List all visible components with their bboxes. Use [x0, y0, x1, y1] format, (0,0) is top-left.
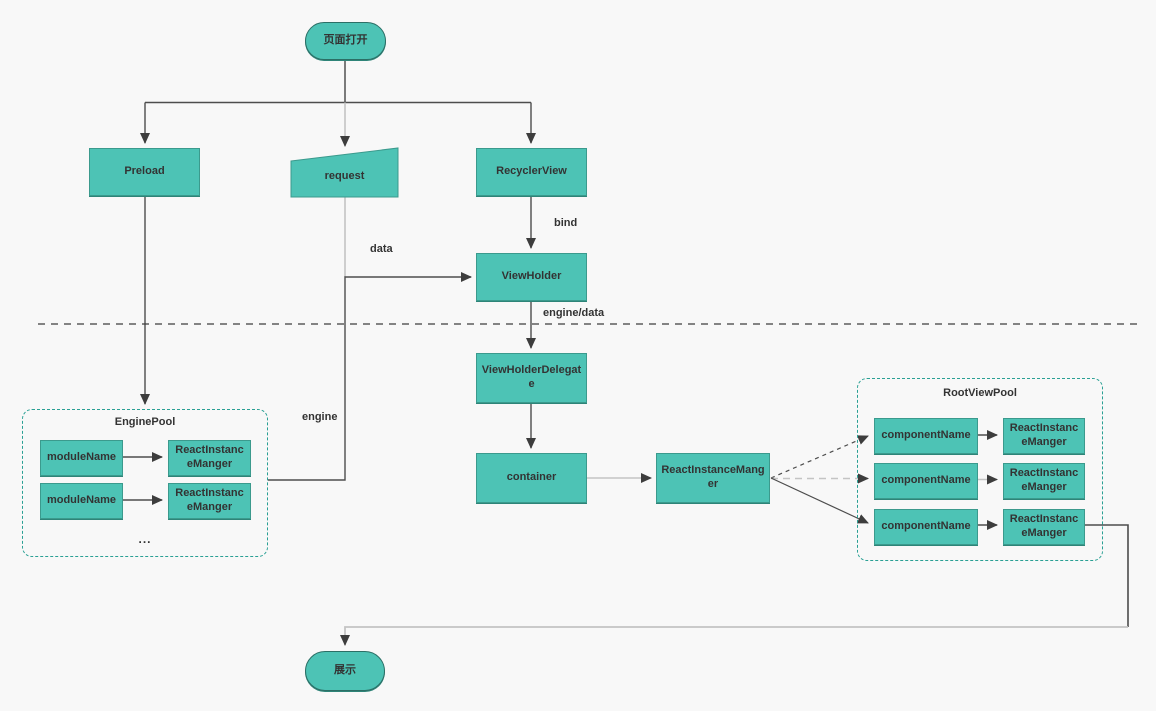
edge-label-data: data — [368, 243, 395, 255]
root-view-pool-title: RootViewPool — [943, 387, 1017, 399]
request-node-label: request — [324, 170, 365, 182]
start-node-label: 页面打开 — [323, 34, 368, 47]
componentname-label-2: componentName — [881, 474, 971, 487]
edge-engine-to-viewholder — [268, 272, 472, 481]
end-node-label: 展示 — [334, 664, 356, 677]
enginepool-rim-node-1[interactable]: ReactInstanceManger — [168, 440, 251, 476]
componentname-node-2[interactable]: componentName — [874, 463, 978, 499]
preload-node[interactable]: Preload — [89, 148, 200, 196]
enginepool-ellipsis: ... — [138, 532, 152, 546]
modulename-node-1[interactable]: moduleName — [40, 440, 123, 476]
container-node-label: container — [506, 471, 557, 484]
engine-pool-title: EnginePool — [114, 416, 176, 428]
preload-node-label: Preload — [124, 165, 165, 178]
edge-label-engine: engine — [300, 411, 340, 423]
enginepool-rim-label-2: ReactInstanceManger — [175, 487, 244, 513]
reactinstancemanager-node[interactable]: ReactInstanceManger — [656, 453, 770, 503]
rootviewpool-rim-node-3[interactable]: ReactInstanceManger — [1003, 509, 1085, 545]
enginepool-rim-label-1: ReactInstanceManger — [175, 444, 244, 470]
root-view-pool[interactable]: RootViewPool componentName ReactInstance… — [857, 378, 1103, 561]
viewholderdelegate-node-label: ViewHolderDelegate — [481, 364, 582, 390]
modulename-node-2[interactable]: moduleName — [40, 483, 123, 519]
rootviewpool-rim-node-2[interactable]: ReactInstanceManger — [1003, 463, 1085, 499]
end-node[interactable]: 展示 — [305, 651, 385, 691]
modulename-label-2: moduleName — [46, 494, 117, 507]
viewholder-node[interactable]: ViewHolder — [476, 253, 587, 301]
rootviewpool-rim-label-3: ReactInstanceManger — [1009, 513, 1079, 539]
reactinstancemanager-node-label: ReactInstanceManger — [661, 464, 765, 490]
enginepool-rim-node-2[interactable]: ReactInstanceManger — [168, 483, 251, 519]
container-node[interactable]: container — [476, 453, 587, 503]
rootviewpool-rim-label-1: ReactInstanceManger — [1009, 422, 1079, 448]
componentname-node-1[interactable]: componentName — [874, 418, 978, 454]
edge-rim-to-component-1 — [770, 435, 869, 479]
componentname-label-1: componentName — [881, 429, 971, 442]
engine-pool[interactable]: EnginePool moduleName ReactInstanceMange… — [22, 409, 268, 557]
componentname-label-3: componentName — [881, 520, 971, 533]
edge-rim3-exit — [1084, 524, 1129, 627]
start-node[interactable]: 页面打开 — [305, 22, 386, 60]
request-node-shape[interactable] — [290, 147, 399, 198]
edge-label-bind: bind — [552, 217, 580, 229]
modulename-label-1: moduleName — [46, 451, 117, 464]
viewholder-node-label: ViewHolder — [501, 270, 562, 283]
viewholderdelegate-node[interactable]: ViewHolderDelegate — [476, 353, 587, 403]
recyclerview-node-label: RecyclerView — [496, 165, 567, 178]
edge-label-engine-data: engine/data — [541, 307, 607, 319]
request-node-label-wrap[interactable]: request — [291, 155, 398, 197]
edge-bottom-to-end — [340, 626, 1128, 646]
recyclerview-node[interactable]: RecyclerView — [476, 148, 587, 196]
rootviewpool-rim-node-1[interactable]: ReactInstanceManger — [1003, 418, 1085, 454]
componentname-node-3[interactable]: componentName — [874, 509, 978, 545]
edge-rim-to-component-3 — [770, 477, 869, 524]
rootviewpool-rim-label-2: ReactInstanceManger — [1009, 467, 1079, 493]
